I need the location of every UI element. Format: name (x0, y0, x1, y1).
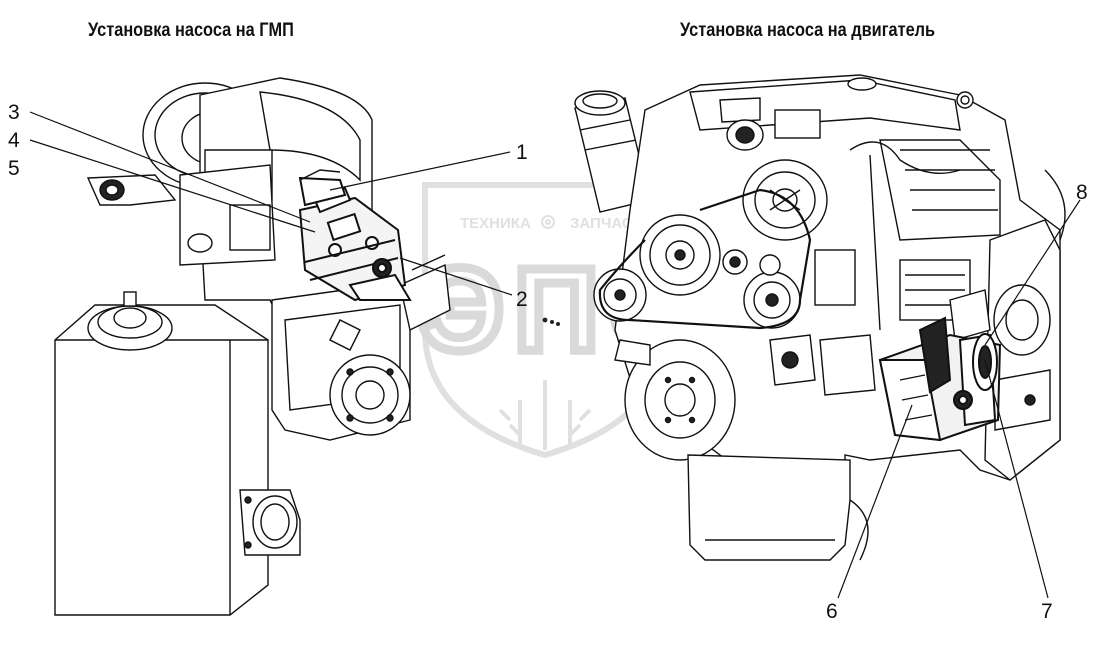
callout-7: 7 (1041, 600, 1053, 623)
leader-line-2 (399, 257, 513, 296)
leader-line-3 (29, 111, 311, 223)
callout-4: 4 (8, 129, 20, 152)
watermark-wheat-icon (498, 380, 592, 450)
callout-1: 1 (516, 141, 528, 164)
leader-lines (29, 111, 1081, 599)
callout-5: 5 (8, 157, 20, 180)
small-fastener-set (542, 317, 560, 326)
watermark-gear-icon (541, 215, 555, 229)
leader-line-6 (837, 404, 913, 599)
leader-line-1 (329, 151, 511, 191)
flywheel (624, 339, 736, 461)
oil-filter (574, 90, 651, 213)
hydraulic-hose (299, 169, 341, 181)
title-gmp-pump-installation: Установка насоса на ГМП (88, 20, 294, 41)
gmp-transmission-assembly (54, 77, 560, 616)
watermark-left-word: ТЕХНИКА (460, 215, 531, 232)
water-pump-pulley (743, 271, 801, 329)
title-engine-pump-installation: Установка насоса на двигатель (680, 20, 936, 41)
leader-line-7 (984, 359, 1049, 599)
hydraulic-pump-engine (878, 316, 1002, 442)
callout-3: 3 (8, 101, 20, 124)
engine-assembly (574, 74, 1066, 561)
idler-pulley (593, 268, 647, 322)
callout-2: 2 (516, 288, 528, 311)
crankshaft-pulley (639, 214, 721, 296)
leader-line-4 (29, 139, 316, 233)
callout-6: 6 (826, 600, 838, 623)
callout-8: 8 (1076, 181, 1088, 204)
engine-oil-pan (687, 454, 851, 561)
leader-line-8 (984, 199, 1081, 346)
drive-belt (598, 188, 812, 330)
hydraulic-oil-tank (54, 291, 301, 616)
hydraulic-pump-gmp (298, 176, 446, 302)
